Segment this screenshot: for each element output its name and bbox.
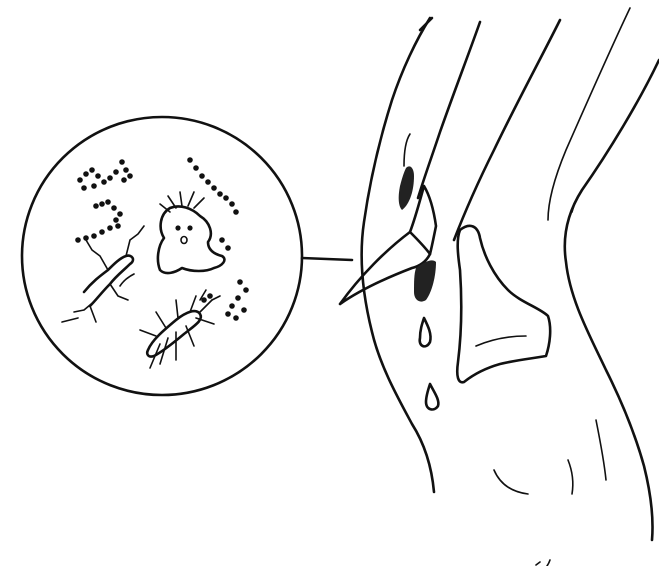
shin-line-1 (418, 22, 480, 198)
short-rod-2 (62, 318, 78, 322)
leg-left-outline (362, 18, 434, 492)
coccus-dot (121, 177, 127, 183)
coccus-dot (107, 225, 113, 231)
coccus-dot (91, 183, 97, 189)
coccus-dot (91, 233, 97, 239)
wound-edge-upper (399, 166, 414, 210)
coccus-dot (113, 169, 119, 175)
coccus-dot (241, 307, 247, 313)
coccus-dot (223, 195, 229, 201)
amoeba-body (158, 206, 225, 273)
rod-germ-bottom (140, 290, 220, 368)
coccus-dot (95, 173, 101, 179)
foot-hint (540, 560, 550, 566)
calf-curve-1 (494, 470, 528, 494)
coccus-dot (89, 167, 95, 173)
amoeba-hairs (160, 192, 204, 212)
connector-line (302, 258, 352, 260)
amoeba-mouth (181, 237, 187, 244)
coccus-dot (243, 287, 249, 293)
coccus-dot (229, 303, 235, 309)
amoeba-eye-left (175, 225, 180, 230)
coccus-dot (233, 209, 239, 215)
coccus-dot (211, 185, 217, 191)
coccus-dot (217, 191, 223, 197)
coccus-dot (101, 179, 107, 185)
leg-top-edge (420, 18, 432, 30)
coccus-dot (219, 237, 225, 243)
wound (340, 134, 438, 409)
magnified-view (22, 117, 302, 395)
coccus-dot (199, 173, 205, 179)
coccus-dot (205, 179, 211, 185)
coccus-dot (123, 167, 129, 173)
magnifier-circle (22, 117, 302, 395)
coccus-dot (115, 223, 121, 229)
leg-right-outline (565, 60, 659, 540)
coccus-dot (93, 203, 99, 209)
coccus-dot (99, 229, 105, 235)
leg-drawing (362, 8, 659, 566)
amoeba-eye-right (187, 225, 192, 230)
coccus-dot (193, 165, 199, 171)
coccus-dot (207, 293, 213, 299)
coccus-dot (187, 157, 193, 163)
amoeba-germ (158, 192, 225, 273)
coccus-dot (113, 217, 119, 223)
coccus-dot (237, 279, 243, 285)
coccus-dot (77, 177, 83, 183)
coccus-dot (105, 199, 111, 205)
coccus-dot (233, 315, 239, 321)
coccus-dot (107, 175, 113, 181)
coccus-dot (81, 185, 87, 191)
wound-line (404, 134, 410, 166)
rod-germ-body (147, 311, 201, 356)
coccus-dot (75, 237, 81, 243)
coccus-dot (117, 211, 123, 217)
short-rod-1 (120, 274, 134, 286)
coccus-dot (225, 311, 231, 317)
kneecap (457, 226, 550, 382)
coccus-dot (229, 201, 235, 207)
coccus-dot (99, 201, 105, 207)
thigh-line (548, 8, 630, 220)
coccus-dot (235, 295, 241, 301)
blood-drop-2 (426, 384, 438, 409)
small-mark (536, 562, 540, 565)
coccus-dot (119, 159, 125, 165)
coccus-dot (127, 173, 133, 179)
coccus-dot (83, 171, 89, 177)
coccus-dot (111, 205, 117, 211)
coccus-dot (225, 245, 231, 251)
kneecap-inner (476, 336, 526, 346)
calf-line (596, 420, 606, 480)
blood-drop-1 (420, 318, 431, 346)
calf-curve-2 (568, 460, 573, 494)
